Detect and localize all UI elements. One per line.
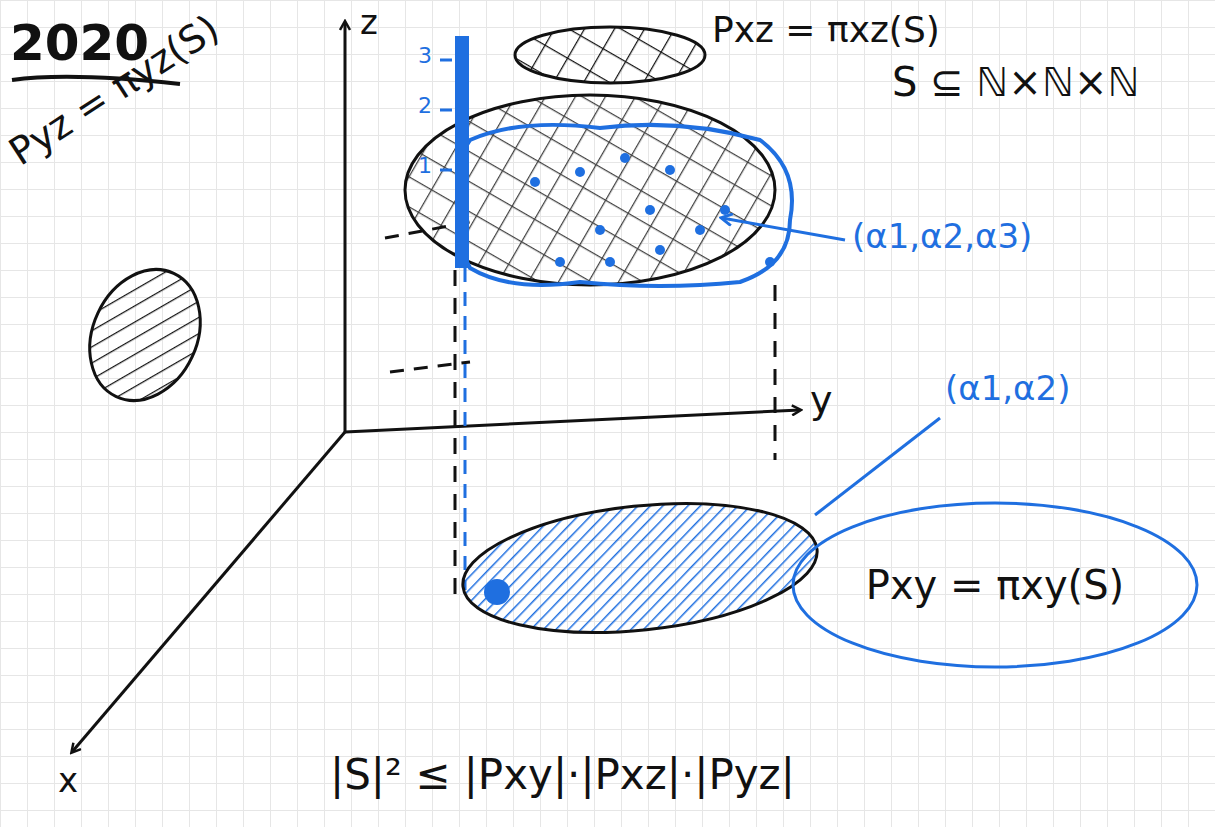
z-axis	[344, 22, 347, 432]
formula: S ⊆ ℕ×ℕ×ℕ	[892, 60, 1139, 104]
x-axis	[72, 432, 345, 752]
tick-marks	[440, 60, 452, 170]
formula: Pxz = πxz(S)	[712, 10, 940, 50]
projection-xz	[515, 27, 705, 83]
leader-line	[722, 218, 845, 240]
projection-xy	[456, 488, 823, 649]
tick-label: 1	[418, 154, 432, 178]
circled-formula: Pxy = πxy(S)	[790, 500, 1200, 670]
axis-label: x	[58, 762, 78, 799]
point	[484, 579, 510, 605]
inequality: |S|² ≤ |Pxy|·|Pxz|·|Pyz|	[330, 752, 795, 798]
point-label: (α1,α2)	[945, 370, 1070, 407]
y-axis	[345, 410, 800, 432]
formula-text: Pxy = πxy(S)	[866, 563, 1124, 607]
guide-line	[390, 362, 470, 372]
axis-label: z	[360, 4, 378, 41]
guide-line	[464, 268, 467, 590]
point-label: (α1,α2,α3)	[852, 218, 1032, 255]
projection-yz	[69, 251, 221, 418]
tick-label: 3	[418, 44, 432, 68]
leader-line	[815, 418, 940, 515]
guide-line	[774, 285, 777, 460]
tick-label: 2	[418, 94, 432, 118]
z-projection	[455, 36, 469, 268]
axis-label: y	[810, 380, 833, 422]
set-outline	[458, 125, 793, 286]
points	[530, 153, 775, 267]
guide-line	[454, 270, 457, 600]
